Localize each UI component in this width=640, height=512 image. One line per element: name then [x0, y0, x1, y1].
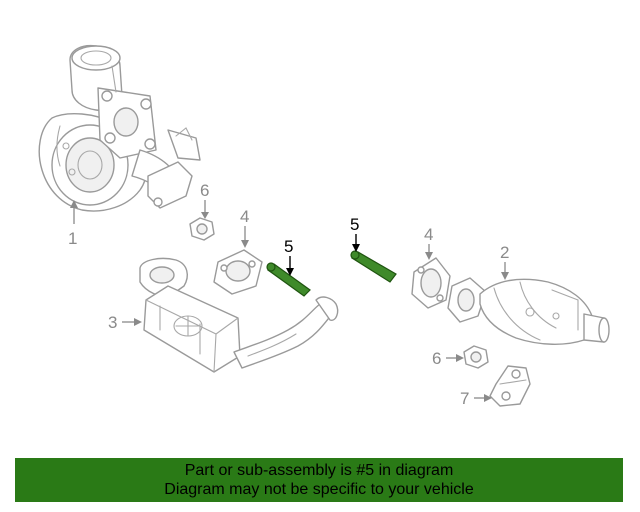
callout-label-3: 3 — [108, 313, 117, 332]
tube-left[interactable] — [266, 262, 311, 297]
callout-5-left: 5 — [284, 237, 294, 276]
egr-cooler-illustration — [139, 257, 339, 373]
callout-label-4-left: 4 — [240, 207, 249, 226]
callout-4-right: 4 — [424, 225, 433, 260]
callout-5-right: 5 — [350, 215, 360, 252]
callout-label-7: 7 — [460, 389, 469, 408]
info-banner: Part or sub-assembly is #5 in diagram Di… — [15, 458, 623, 502]
callout-label-6-top: 6 — [200, 181, 209, 200]
callout-6-top: 6 — [200, 181, 209, 219]
turbocharger-illustration — [38, 44, 201, 212]
callout-2: 2 — [500, 243, 509, 280]
nut-bottom-illustration — [463, 345, 489, 369]
gasket-left-illustration — [213, 249, 263, 295]
callout-label-2: 2 — [500, 243, 509, 262]
callout-label-6-bottom: 6 — [432, 349, 441, 368]
callout-label-5-left: 5 — [284, 237, 293, 256]
nut-top-illustration — [189, 217, 215, 241]
gasket-right-illustration — [411, 257, 451, 309]
callout-6-bottom: 6 — [432, 349, 464, 368]
bracket-illustration — [489, 365, 531, 407]
callout-1: 1 — [68, 200, 78, 248]
callout-7: 7 — [460, 389, 492, 408]
banner-line-1: Part or sub-assembly is #5 in diagram — [184, 462, 454, 479]
catalytic-converter-illustration — [447, 277, 610, 345]
banner-line-2: Diagram may not be specific to your vehi… — [164, 481, 474, 498]
callout-label-5-right: 5 — [350, 215, 359, 234]
callout-4-left: 4 — [240, 207, 249, 248]
callout-label-4-right: 4 — [424, 225, 433, 244]
callout-3: 3 — [108, 313, 142, 332]
callout-label-1: 1 — [68, 229, 77, 248]
tube-right[interactable] — [350, 250, 397, 283]
